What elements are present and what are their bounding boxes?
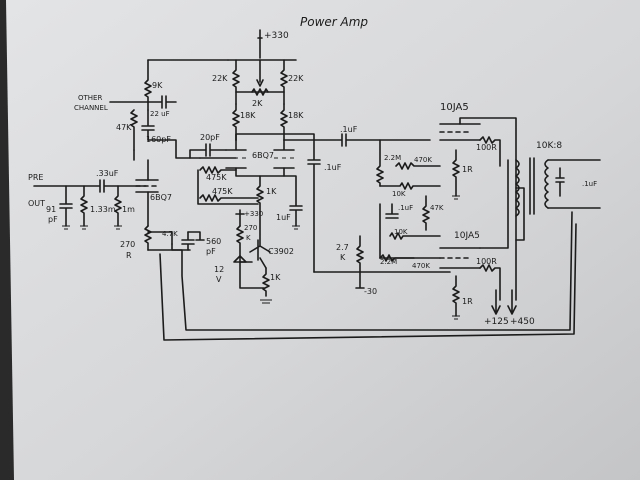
phase-inverter-grid-network: 20pF 475K 475K 1K 1uF (189, 133, 303, 230)
svg-text:47K: 47K (430, 204, 444, 212)
svg-text:1uF: 1uF (276, 213, 291, 222)
resistor-18k-left: 18K (232, 103, 256, 141)
svg-text:10JA5: 10JA5 (440, 102, 469, 113)
svg-text:.1uF: .1uF (398, 204, 413, 212)
svg-text:1K: 1K (270, 273, 281, 282)
svg-text:C3902: C3902 (268, 247, 294, 256)
paper-sheet (6, 0, 640, 480)
resistor-18k-right: 18K (280, 103, 304, 141)
svg-text:10K:8: 10K:8 (536, 141, 562, 151)
svg-text:K: K (246, 234, 251, 242)
svg-text:+125: +125 (484, 317, 509, 327)
potentiometer-2k: 2K (235, 59, 285, 108)
svg-text:1m: 1m (122, 205, 135, 214)
output-supply-rails: +125 +450 (484, 289, 535, 327)
svg-text:2.2M: 2.2M (380, 258, 397, 266)
svg-text:22K: 22K (288, 74, 304, 83)
svg-text:.33uF: .33uF (96, 169, 119, 178)
svg-text:10K: 10K (394, 228, 408, 236)
svg-text:475K: 475K (212, 187, 233, 196)
svg-text:22K: 22K (212, 74, 228, 83)
svg-text:K: K (340, 253, 346, 262)
other-channel-label-2: CHANNEL (74, 104, 108, 112)
svg-text:2.7: 2.7 (336, 243, 349, 252)
output-transformer: 10K:8 .1uF (515, 141, 601, 241)
input-label-pre: PRE (28, 173, 43, 182)
svg-text:475K: 475K (206, 173, 227, 182)
svg-text:470K: 470K (412, 262, 430, 270)
svg-text:560: 560 (206, 237, 221, 246)
svg-text:1.33m: 1.33m (90, 205, 116, 214)
svg-text:.1uF: .1uF (340, 125, 358, 134)
svg-text:12: 12 (214, 265, 224, 274)
other-channel-label: OTHER (78, 94, 102, 102)
svg-text:.1uF: .1uF (324, 163, 342, 172)
svg-text:9K: 9K (152, 81, 163, 90)
page-title: Power Amp (300, 15, 368, 29)
svg-text:+330: +330 (264, 31, 289, 41)
svg-text:100R: 100R (476, 257, 497, 266)
tube-6bq7-input: 6BQ7 270 R 4.7K 560 pF (120, 159, 221, 260)
first-stage-supply: 9K 22 uF OTHER CHANNEL 47K 160pF (74, 59, 237, 161)
svg-text:10K: 10K (392, 190, 406, 198)
svg-text:R: R (126, 251, 132, 260)
input-network: PRE OUT .33uF 91 pF 1.33m 1m (28, 169, 147, 230)
svg-text:.1uF: .1uF (582, 180, 597, 188)
svg-text:100R: 100R (476, 143, 497, 152)
svg-text:1R: 1R (462, 297, 473, 306)
svg-text:+450: +450 (510, 317, 535, 327)
tube-10ja5-lower: 10JA5 100R 1R (439, 159, 509, 320)
svg-text:91: 91 (46, 205, 56, 214)
svg-text:1R: 1R (462, 165, 473, 174)
svg-text:270: 270 (120, 240, 135, 249)
svg-text:1K: 1K (266, 187, 277, 196)
svg-text:6BQ7: 6BQ7 (150, 193, 172, 202)
svg-text:+330: +330 (244, 210, 263, 218)
svg-text:2K: 2K (252, 99, 263, 108)
feedback-loop (159, 211, 577, 341)
bias-network: 2.2M 470K 10K .1uF 47K 2.7 K -30 10K 2.2… (313, 139, 451, 296)
svg-text:pF: pF (206, 247, 216, 256)
svg-text:V: V (216, 275, 222, 284)
input-label-out: OUT (28, 199, 45, 208)
svg-text:470K: 470K (414, 156, 432, 164)
svg-text:18K: 18K (240, 111, 256, 120)
svg-text:10JA5: 10JA5 (454, 231, 480, 241)
svg-text:6BQ7: 6BQ7 (252, 151, 274, 160)
svg-text:-30: -30 (364, 287, 377, 296)
resistor-22k-left: 22K (212, 59, 240, 105)
resistor-22k-right: 22K (280, 59, 304, 105)
svg-text:20pF: 20pF (200, 133, 220, 142)
svg-text:18K: 18K (288, 111, 304, 120)
svg-text:47K: 47K (116, 123, 132, 132)
svg-text:4.7K: 4.7K (162, 230, 178, 238)
coupling-capacitors: .1uF .1uF (235, 125, 431, 273)
svg-text:22 uF: 22 uF (150, 110, 170, 118)
transistor-current-source: +330 270 K C3902 12 V 1K (214, 209, 294, 304)
svg-text:270: 270 (244, 224, 257, 232)
svg-text:2.2M: 2.2M (384, 154, 401, 162)
svg-text:pF: pF (48, 215, 58, 224)
tube-10ja5-upper: 10JA5 100R 1R (439, 102, 517, 301)
